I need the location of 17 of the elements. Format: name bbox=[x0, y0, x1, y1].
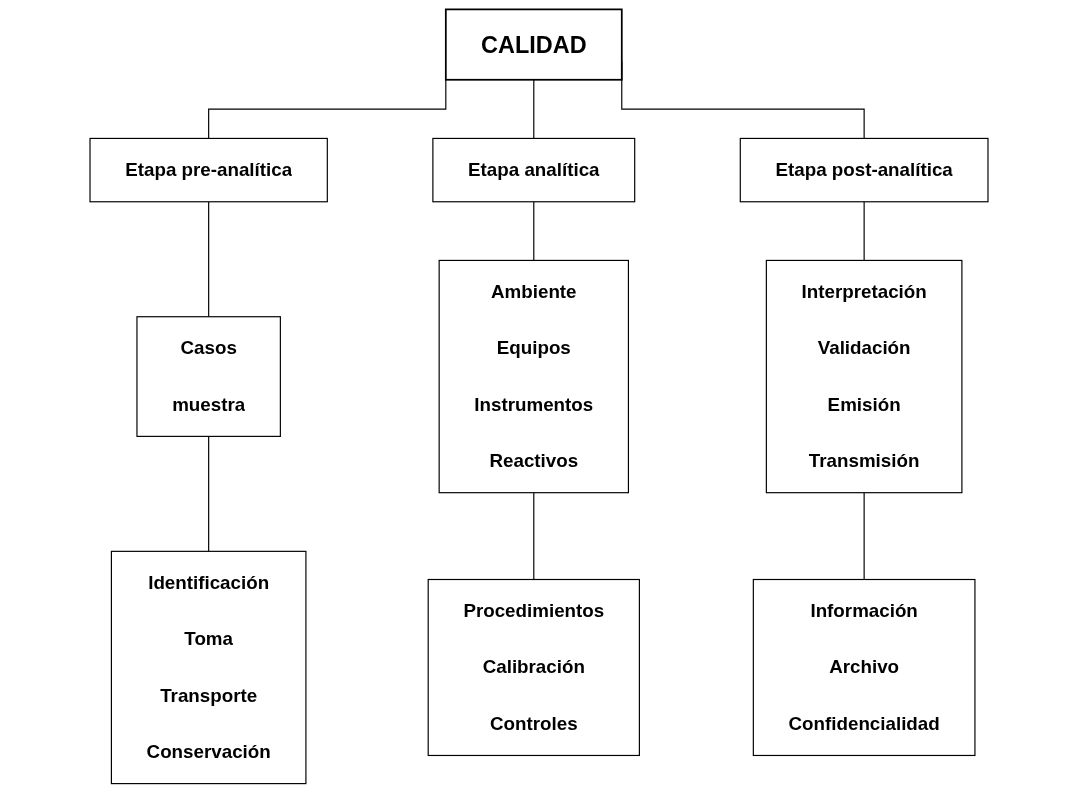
node-box: Identificación Toma Transporte Conservación bbox=[110, 550, 307, 785]
connector bbox=[533, 492, 535, 581]
node-box: CALIDAD bbox=[444, 8, 623, 81]
connector bbox=[208, 201, 210, 318]
node-box: Etapa post-analítica bbox=[739, 137, 989, 203]
connector bbox=[208, 435, 210, 552]
node-box: Etapa pre-analítica bbox=[89, 137, 328, 203]
connector bbox=[533, 79, 535, 139]
node-box: Procedimientos Calibración Controles bbox=[427, 578, 640, 757]
connector bbox=[863, 201, 865, 261]
node-box: Interpretación Validación Emisión Transmisión bbox=[765, 259, 963, 494]
node-box: Etapa analítica bbox=[432, 137, 636, 203]
connector bbox=[533, 201, 535, 261]
node-box: Información Archivo Confidencialidad bbox=[752, 578, 976, 757]
node-box: Ambiente Equipos Instrumentos Reactivos bbox=[438, 259, 629, 494]
node-box: Casos muestra bbox=[136, 316, 281, 437]
connector bbox=[863, 492, 865, 581]
